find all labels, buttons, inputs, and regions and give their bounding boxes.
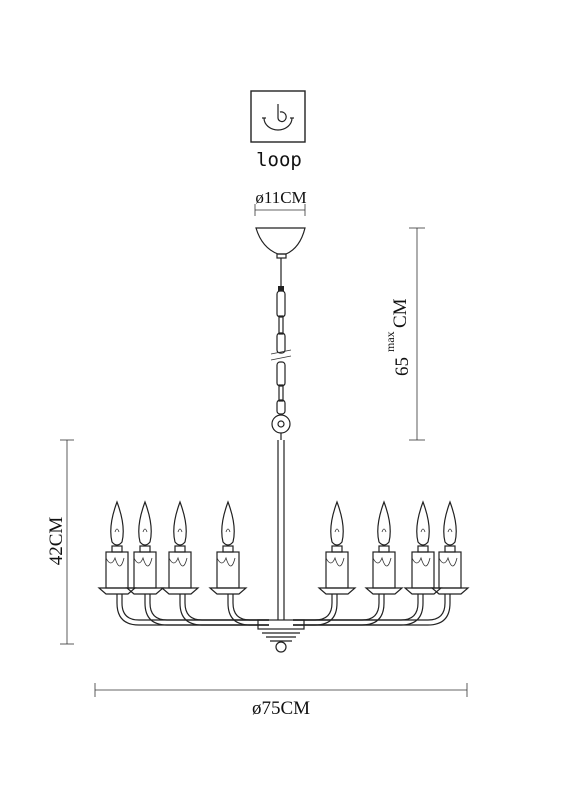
bulb-socket <box>139 545 151 553</box>
body-height-label: 42CM <box>46 517 67 566</box>
canopy-diameter-label: ø11CM <box>255 188 306 207</box>
chain <box>270 290 292 440</box>
candle-arm <box>160 500 269 626</box>
center-hub <box>257 619 305 653</box>
drip-cup <box>208 587 248 595</box>
bulb-socket <box>111 545 123 553</box>
bulb-socket <box>378 545 390 553</box>
bulb-socket <box>444 545 456 553</box>
candle-sleeve <box>411 551 435 589</box>
body-height-dimension: 42CM <box>46 439 74 645</box>
drop-length-value: 65 <box>392 357 413 376</box>
candle-arm <box>97 500 269 626</box>
arm-outline <box>293 594 333 621</box>
candle-sleeve <box>168 551 192 589</box>
candle-sleeve <box>133 551 157 589</box>
wax-drips <box>133 556 153 567</box>
drip-cup <box>317 587 357 595</box>
candle-arm <box>293 500 443 626</box>
candle-arm <box>293 500 357 626</box>
flame-bulb <box>377 500 391 546</box>
canopy-diameter-dimension: ø11CM <box>254 188 307 216</box>
central-stem <box>277 440 285 620</box>
loop-icon <box>250 90 306 143</box>
arm-outline <box>293 594 419 621</box>
drip-cup <box>160 587 200 595</box>
flame-bulb <box>138 500 152 546</box>
bulb-filament <box>225 528 231 533</box>
drip-cup <box>364 587 404 595</box>
wax-drips <box>411 556 431 567</box>
wax-drips <box>438 556 458 567</box>
flame-bulb <box>110 500 124 546</box>
bulb-socket <box>222 545 234 553</box>
flame-bulb <box>221 500 235 546</box>
flame-bulb <box>443 500 457 546</box>
bulb-socket <box>174 545 186 553</box>
drop-length-qualifier: max <box>383 331 397 352</box>
arm-outline <box>149 594 269 621</box>
arm-outline <box>227 594 269 626</box>
mount-type-label: loop <box>256 149 302 171</box>
bulb-socket <box>331 545 343 553</box>
flame-bulb <box>173 500 187 546</box>
overall-diameter-dimension: ø75CM <box>94 683 468 719</box>
arm-outline <box>121 594 269 621</box>
flame-bulb <box>330 500 344 546</box>
arm-outline <box>293 594 380 621</box>
candle-sleeve <box>216 551 240 589</box>
bulb-filament <box>381 528 387 533</box>
arm-outline <box>232 594 269 621</box>
wax-drips <box>372 556 392 567</box>
candle-sleeve <box>372 551 396 589</box>
candle-arm <box>125 500 269 626</box>
arm-outline <box>116 594 269 626</box>
bulb-socket <box>417 545 429 553</box>
drop-length-unit: CM <box>390 298 411 328</box>
bulb-filament <box>114 528 120 533</box>
candle-sleeve <box>105 551 129 589</box>
drop-length-dimension: 65 max CM <box>383 227 425 441</box>
arm-outline <box>179 594 269 626</box>
candle-arm <box>293 500 470 626</box>
bulb-filament <box>420 528 426 533</box>
arm-outline <box>293 594 451 626</box>
wax-drips <box>105 556 125 567</box>
bulb-filament <box>447 528 453 533</box>
canopy <box>255 227 306 291</box>
bulb-filament <box>177 528 183 533</box>
flame-bulb <box>416 500 430 546</box>
candle-arm <box>208 500 269 626</box>
arm-outline <box>144 594 269 626</box>
candle-sleeve <box>325 551 349 589</box>
arm-outline <box>293 594 446 621</box>
bulb-filament <box>334 528 340 533</box>
bulb-filament <box>142 528 148 533</box>
overall-diameter-label: ø75CM <box>252 698 310 719</box>
arms-group <box>97 500 470 626</box>
arm-outline <box>184 594 269 621</box>
candle-sleeve <box>438 551 462 589</box>
wax-drips <box>168 556 188 567</box>
wax-drips <box>325 556 345 567</box>
wax-drips <box>216 556 236 567</box>
